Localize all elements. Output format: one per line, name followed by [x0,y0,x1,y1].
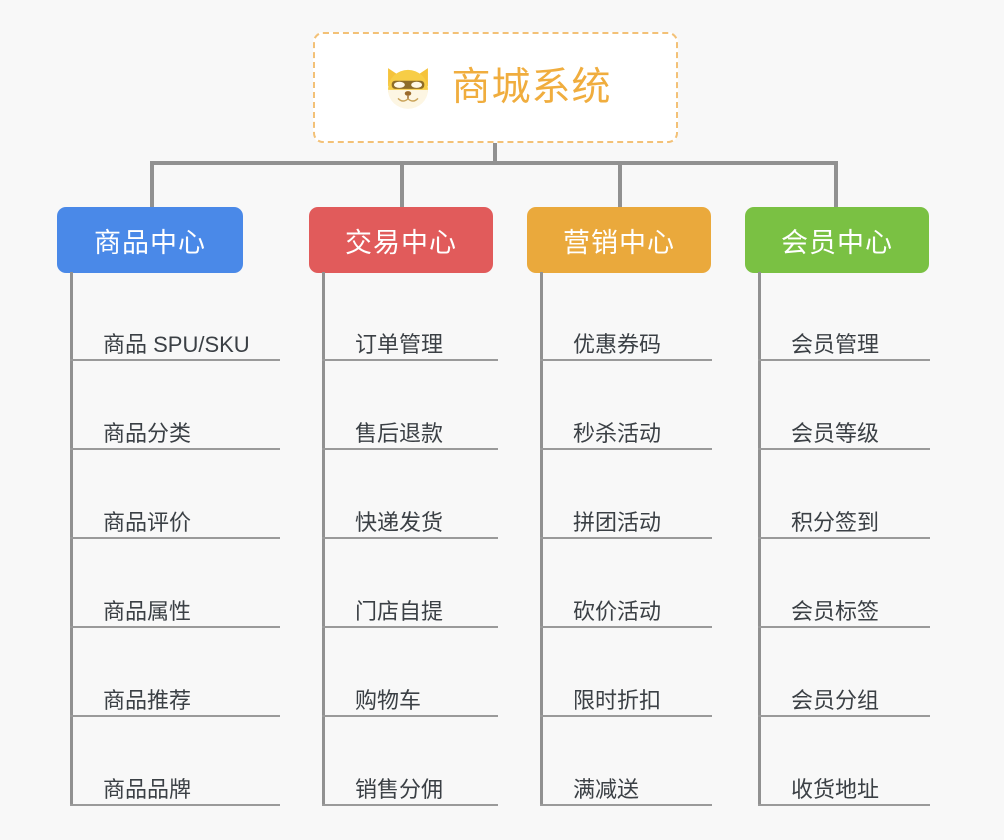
leaf-item-label: 商品分类 [103,420,192,446]
column-spine-trade [322,272,325,806]
leaf-item[interactable]: 商品评价 [70,450,280,539]
leaf-item-label: 售后退款 [355,420,444,446]
column-spine-member [758,272,761,806]
leaf-item[interactable]: 商品属性 [70,539,280,628]
category-header-trade[interactable]: 交易中心 [309,207,493,273]
leaf-item[interactable]: 销售分佣 [322,717,498,806]
leaf-item-label: 商品 SPU/SKU [103,331,250,357]
leaf-item[interactable]: 砍价活动 [540,539,712,628]
leaf-item[interactable]: 门店自提 [322,539,498,628]
column-spine-marketing [540,272,543,806]
category-header-label: 会员中心 [781,227,893,258]
leaf-item-label: 砍价活动 [573,598,662,624]
connector-drop-4 [834,161,838,208]
leaf-item-label: 门店自提 [355,598,444,624]
leaf-item[interactable]: 商品 SPU/SKU [70,272,280,361]
leaf-item[interactable]: 限时折扣 [540,628,712,717]
leaf-item-label: 会员标签 [791,598,880,624]
leaf-item-label: 秒杀活动 [573,420,662,446]
leaf-item[interactable]: 会员等级 [758,361,930,450]
connector-horizontal-bus [150,161,838,165]
category-header-marketing[interactable]: 营销中心 [527,207,711,273]
leaf-item[interactable]: 会员管理 [758,272,930,361]
leaf-item[interactable]: 会员标签 [758,539,930,628]
leaf-item-label: 会员等级 [791,420,880,446]
connector-drop-1 [150,161,154,208]
leaf-item[interactable]: 秒杀活动 [540,361,712,450]
leaf-item[interactable]: 收货地址 [758,717,930,806]
root-node[interactable]: 商城系统 [313,32,678,143]
dog-face-icon [379,59,437,117]
leaf-item-label: 快递发货 [355,509,444,535]
leaf-item-label: 商品品牌 [103,776,192,802]
category-header-label: 营销中心 [563,227,675,258]
category-header-product[interactable]: 商品中心 [57,207,243,273]
leaf-item[interactable]: 商品推荐 [70,628,280,717]
leaf-item[interactable]: 商品品牌 [70,717,280,806]
category-header-label: 交易中心 [345,227,457,258]
leaf-item[interactable]: 商品分类 [70,361,280,450]
leaf-item-label: 会员管理 [791,331,880,357]
connector-drop-3 [618,161,622,208]
leaf-item-label: 拼团活动 [573,509,662,535]
leaf-item[interactable]: 会员分组 [758,628,930,717]
leaf-item-label: 优惠券码 [573,331,662,357]
leaf-item-label: 订单管理 [355,331,444,357]
category-header-member[interactable]: 会员中心 [745,207,929,273]
leaf-item-label: 限时折扣 [573,687,662,713]
leaf-item-label: 商品评价 [103,509,192,535]
leaf-item[interactable]: 购物车 [322,628,498,717]
leaf-item-label: 会员分组 [791,687,880,713]
leaf-item[interactable]: 优惠券码 [540,272,712,361]
leaf-item[interactable]: 售后退款 [322,361,498,450]
column-spine-product [70,272,73,806]
leaf-item-label: 销售分佣 [355,776,444,802]
leaf-item[interactable]: 满减送 [540,717,712,806]
leaf-item[interactable]: 订单管理 [322,272,498,361]
category-header-label: 商品中心 [94,227,206,258]
leaf-item-label: 积分签到 [791,509,880,535]
leaf-item[interactable]: 拼团活动 [540,450,712,539]
leaf-item[interactable]: 快递发货 [322,450,498,539]
leaf-item-label: 购物车 [355,687,422,713]
root-title: 商城系统 [451,66,612,109]
leaf-item-label: 满减送 [573,776,640,802]
leaf-item-label: 收货地址 [791,776,880,802]
leaf-item-label: 商品推荐 [103,687,192,713]
connector-root-stem [493,143,497,165]
leaf-item[interactable]: 积分签到 [758,450,930,539]
connector-drop-2 [400,161,404,208]
leaf-item-label: 商品属性 [103,598,192,624]
